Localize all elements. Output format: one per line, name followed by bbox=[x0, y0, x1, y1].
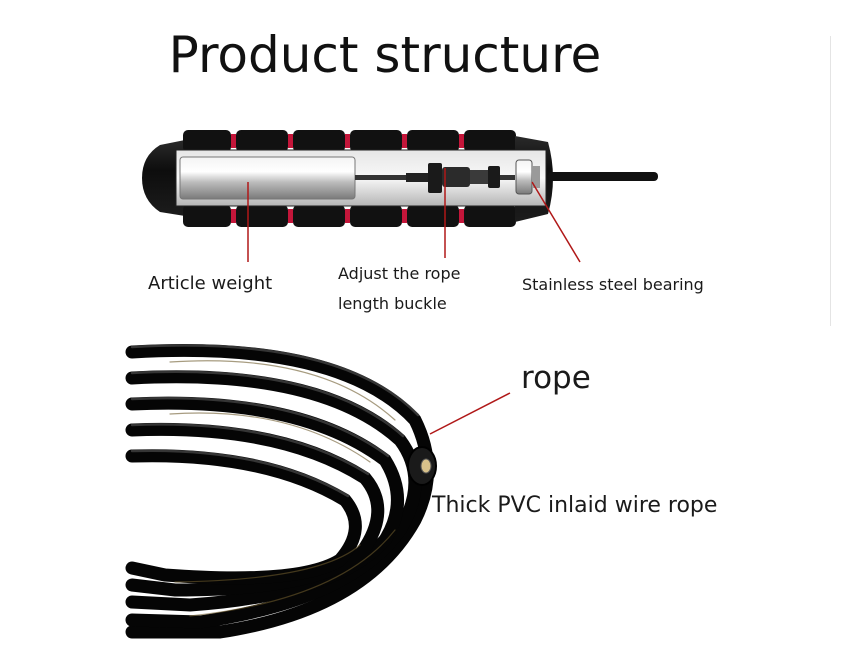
label-rope: rope bbox=[521, 360, 591, 396]
edge-divider bbox=[830, 36, 831, 326]
page-title: Product structure bbox=[168, 26, 602, 84]
rope-leader-line bbox=[429, 392, 511, 435]
label-rope-buckle: Adjust the rope length buckle bbox=[338, 259, 498, 319]
label-article-weight: Article weight bbox=[148, 273, 273, 294]
label-bearing: Stainless steel bearing bbox=[522, 275, 704, 294]
label-pvc-rope: Thick PVC inlaid wire rope bbox=[432, 493, 718, 518]
label-rope-buckle-line1: Adjust the rope bbox=[338, 264, 461, 283]
coiled-rope-icon bbox=[125, 343, 437, 639]
handle-cutaway-icon bbox=[142, 130, 658, 227]
handle-leader-lines bbox=[247, 168, 581, 263]
label-rope-buckle-line2: length buckle bbox=[338, 294, 447, 313]
